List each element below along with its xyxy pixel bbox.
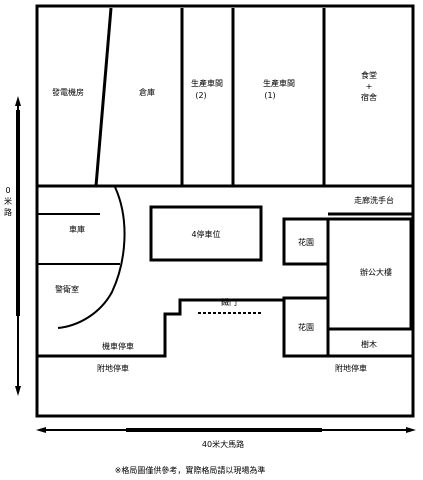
label-left-road-2: 米 — [4, 196, 12, 206]
left-road-arrow-top — [15, 96, 21, 106]
bottom-road-arrow-left — [36, 427, 46, 433]
left-road-arrow-bottom — [15, 386, 21, 396]
label-left-road-3: 路 — [4, 207, 12, 217]
label-workshop2-num: (2) — [195, 91, 206, 100]
bottom-road-arrow-right — [406, 427, 416, 433]
label-power-room: 發電機房 — [52, 87, 84, 97]
label-bottom-road: 40米大馬路 — [202, 439, 244, 449]
label-corridor-sink: 走廊洗手台 — [354, 195, 394, 205]
office-box — [326, 217, 413, 331]
label-garden-bottom: 花園 — [298, 322, 314, 332]
wall-diagonal-power-warehouse — [94, 7, 113, 187]
footnote: ※格局圖僅供參考，實際格局請以現場為準 — [115, 465, 266, 475]
label-tree: 樹木 — [361, 339, 377, 349]
label-garage: 車庫 — [69, 224, 85, 234]
parking-4-box — [149, 205, 263, 262]
wall-moto-parking — [37, 298, 285, 358]
garden-bottom-box — [282, 296, 330, 358]
label-left-road-1: 0 — [5, 186, 10, 195]
label-moto-parking: 機車停車 — [102, 341, 134, 351]
label-guard-room: 警衛室 — [55, 284, 79, 294]
label-parking4: 4停車位 — [191, 229, 220, 239]
wall-garage-curve — [57, 186, 126, 329]
label-workshop1-name: 生產車間 — [263, 78, 295, 88]
label-workshop1-num: (1) — [264, 91, 275, 100]
label-canteen-2: + — [366, 82, 373, 91]
label-garden-top: 花園 — [298, 237, 314, 247]
outer-boundary — [35, 4, 415, 418]
label-canteen-3: 宿舍 — [361, 92, 377, 102]
label-warehouse: 倉庫 — [139, 87, 155, 97]
label-attached-parking-right: 附地停車 — [335, 363, 367, 373]
label-iron-gate: 鐵門 — [221, 297, 237, 307]
label-office: 辦公大樓 — [360, 267, 392, 277]
left-road-bar — [16, 110, 20, 316]
label-attached-parking-left: 附地停車 — [97, 363, 129, 373]
label-workshop2-name: 生產車間 — [191, 78, 223, 88]
label-canteen-1: 食堂 — [361, 70, 377, 80]
bottom-road-bar — [126, 428, 322, 432]
